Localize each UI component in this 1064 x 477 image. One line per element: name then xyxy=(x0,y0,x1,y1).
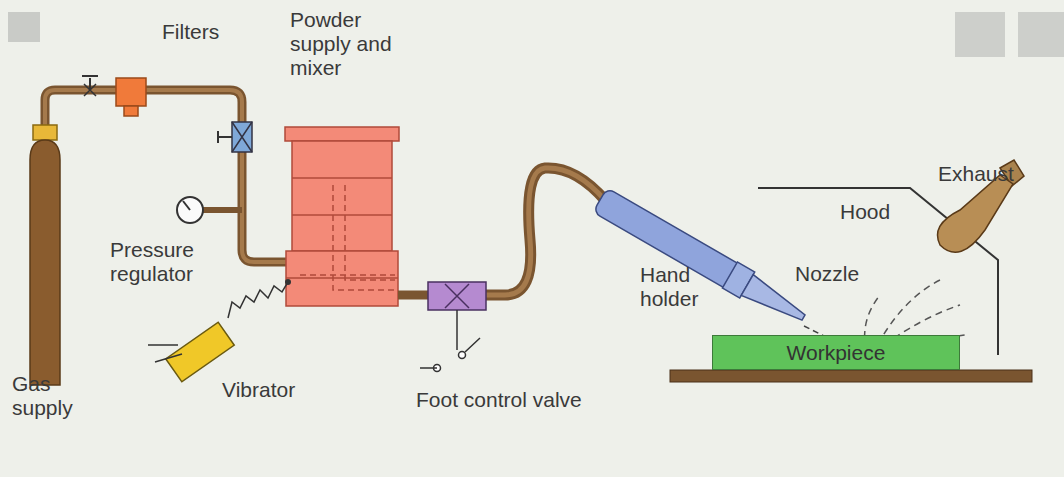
part-label: Hand holder xyxy=(640,263,720,311)
part-label: Foot control valve xyxy=(416,388,586,412)
part-label: Filters xyxy=(162,20,252,44)
part-label: Nozzle xyxy=(795,262,885,286)
part-label: Gas supply xyxy=(12,372,102,420)
part-label: Vibrator xyxy=(222,378,332,402)
part-label: Exhaust xyxy=(938,162,1038,186)
part-label: Hood xyxy=(840,200,920,224)
node-text: Workpiece xyxy=(787,341,886,365)
part-label: Powder supply and mixer xyxy=(290,8,420,80)
part-label: Pressure regulator xyxy=(110,238,230,286)
workpiece-block: Workpiece xyxy=(712,335,960,370)
